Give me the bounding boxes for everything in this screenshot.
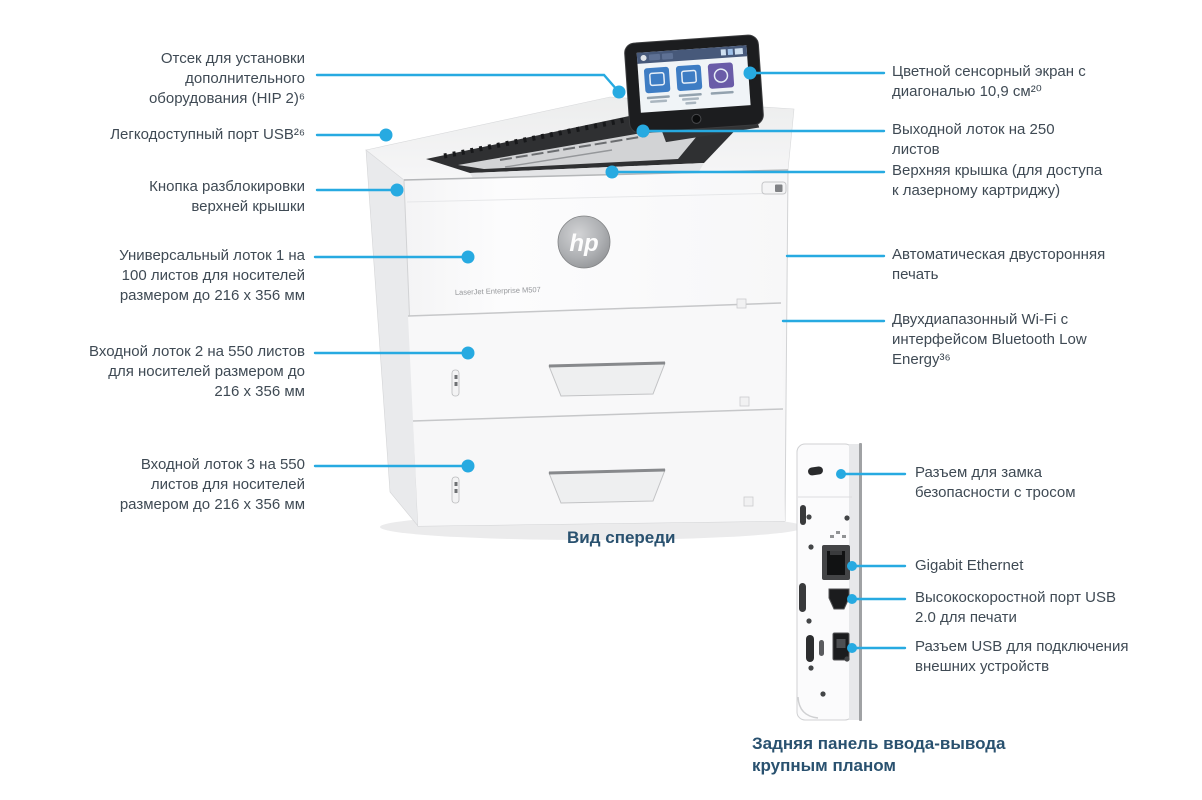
tray2-paper-gauge: [451, 369, 460, 397]
screen-nav-chip-2: [661, 52, 674, 60]
callout-label-ethernet: Gigabit Ethernet: [915, 557, 1024, 574]
tray3-front: [413, 409, 785, 526]
output-tray-teeth: [443, 114, 641, 159]
tray2-front: [408, 303, 783, 421]
caption-front-view: Вид спереди: [567, 528, 676, 547]
output-paper: [458, 127, 702, 169]
printer-model-label: LaserJet Enterprise M507: [455, 285, 541, 297]
rear-panel-illustration: [796, 443, 862, 721]
security-lock-slot-icon: [808, 466, 823, 476]
callout-dot: [390, 183, 404, 197]
screen-hp-badge: [640, 54, 647, 61]
screen-app-tile-1: [643, 66, 671, 104]
tray2-handle: [548, 362, 666, 397]
callout-dot: [605, 165, 619, 179]
callout-dot: [847, 561, 857, 571]
screen-clock-chip: [734, 48, 744, 55]
tray2-seam: [407, 302, 782, 317]
callout-label-top-cover-button: Кнопка разблокировки верхней крышки: [149, 178, 305, 215]
callout-label-hip-pocket: Отсек для установки дополнительного обор…: [148, 50, 305, 107]
callout-label-top-cover: Верхняя крышка (для доступа к лазерному …: [892, 162, 1103, 199]
rear-panel-edge: [849, 444, 860, 720]
callout-label-usb-print: Высокоскоростной порт USB 2.0 для печати: [915, 589, 1117, 626]
callout-dot: [461, 250, 475, 264]
door-seam: [406, 192, 787, 203]
callout-label-walkup-usb: Легкодоступный порт USB²⁶: [110, 126, 305, 143]
callout-dot: [847, 643, 857, 653]
latch-mark-1: [736, 298, 747, 309]
rear-panel-body: [796, 443, 854, 721]
callout-label-security-lock: Разъем для замка безопасности с тросом: [915, 464, 1076, 501]
hp-logo: hp: [557, 215, 611, 269]
screen-status-icon-1: [720, 49, 727, 56]
hp-logo-text: hp: [569, 230, 598, 257]
home-button-icon: [691, 113, 702, 124]
screen-app-tile-3: [707, 62, 735, 95]
vent-slot-4: [819, 640, 824, 656]
callout-label-output-bin: Выходной лоток на 250 листов: [892, 121, 1055, 158]
ethernet-port-icon: [822, 545, 850, 580]
printed-text-hint-2: [504, 149, 613, 168]
callout-label-wifi: Двухдиапазонный Wi-Fi с интерфейсом Blue…: [892, 311, 1087, 368]
callout-dot: [836, 469, 846, 479]
callout-dot: [612, 85, 626, 99]
caption-rear-closeup: Задняя панель ввода-вывода крупным плано…: [752, 734, 1006, 775]
screen-nav-chip-1: [648, 53, 661, 61]
screen-app-tile-2: [675, 64, 703, 105]
callout-lines: [313, 66, 907, 653]
callout-dot: [847, 594, 857, 604]
printed-text-hint: [499, 135, 647, 161]
network-icon: [830, 531, 846, 538]
callout-label-tray2: Входной лоток 2 на 550 листов для носите…: [89, 343, 305, 400]
callout-label-tray3: Входной лоток 3 на 550 листов для носите…: [119, 456, 305, 513]
vent-slot-1: [800, 505, 806, 525]
callout-label-tray1: Универсальный лоток 1 на 100 листов для …: [119, 247, 305, 304]
callout-label-touchscreen: Цветной сенсорный экран с диагональю 10,…: [892, 63, 1086, 100]
tray2-handle-shadow: [548, 361, 666, 368]
tray3-paper-gauge: [451, 476, 460, 504]
power-button-icon: [761, 181, 787, 195]
printer-front-illustration: hp LaserJet Enterprise M507: [365, 34, 804, 540]
latch-mark-3: [743, 496, 754, 507]
vent-slot-3: [806, 635, 814, 662]
callout-dot: [461, 346, 475, 360]
tray3-handle-shadow: [548, 468, 666, 475]
panel-screws: [806, 514, 850, 697]
usb-b-port-icon: [828, 588, 850, 610]
tray3-seam: [412, 408, 784, 422]
screen-status-icon-2: [727, 48, 734, 56]
touchscreen-panel: [624, 34, 764, 143]
callout-dot: [379, 128, 393, 142]
callout-label-duplex: Автоматическая двусторонняя печать: [892, 246, 1106, 283]
rear-panel-edge-line: [859, 443, 862, 721]
callout-dot: [743, 66, 757, 80]
callout-dot: [461, 459, 475, 473]
vent-slot-2: [799, 583, 806, 612]
tray3-handle: [548, 469, 666, 504]
latch-mark-2: [739, 396, 750, 407]
callout-label-usb-host: Разъем USB для подключения внешних устро…: [915, 638, 1129, 675]
callout-line: [315, 73, 620, 93]
usb-a-port-icon: [832, 632, 850, 661]
callout-dot: [636, 124, 650, 138]
rear-panel-bottom-curve: [797, 696, 819, 719]
